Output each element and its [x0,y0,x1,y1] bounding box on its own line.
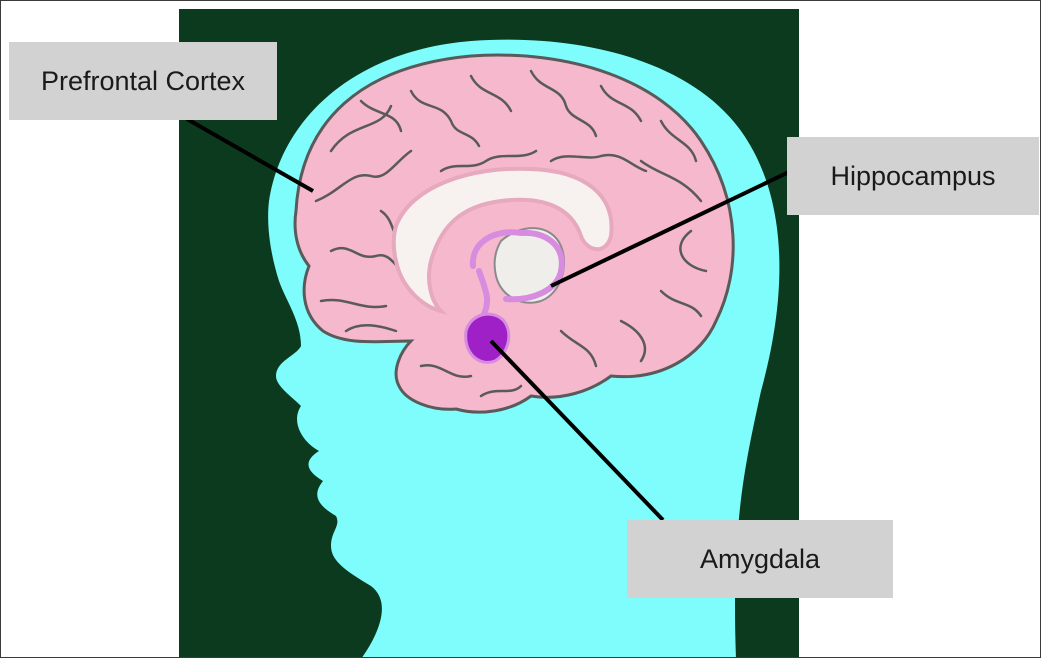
hippocampus-label: Hippocampus [787,137,1039,215]
hippocampus-text: Hippocampus [830,161,995,192]
prefrontal-cortex-text: Prefrontal Cortex [41,66,245,97]
prefrontal-cortex-label: Prefrontal Cortex [9,42,277,120]
amygdala-text: Amygdala [700,544,820,575]
amygdala-label: Amygdala [627,520,893,598]
